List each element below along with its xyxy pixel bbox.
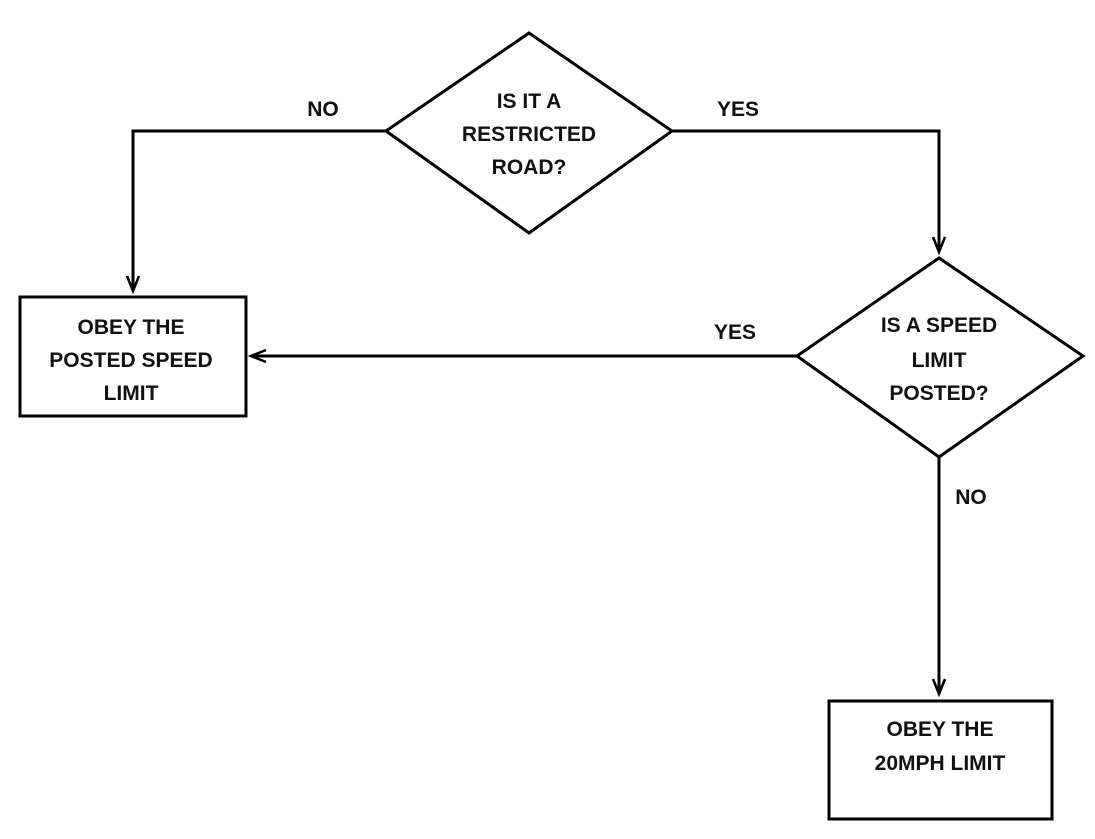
- arrowhead-down-icon: [125, 275, 141, 295]
- process-obey-posted-line-1: OBEY THE: [78, 316, 185, 339]
- label-posted-no: NO: [955, 486, 987, 509]
- decision-restricted-road-line-3: ROAD?: [492, 156, 567, 179]
- decision-restricted-road: IS IT A RESTRICTED ROAD?: [383, 31, 675, 235]
- process-obey-20mph-line-1: OBEY THE: [887, 718, 994, 741]
- label-posted-yes: YES: [714, 321, 756, 344]
- decision-restricted-road-line-2: RESTRICTED: [462, 123, 596, 146]
- connector-restricted-yes: [672, 129, 947, 256]
- decision-speed-limit-posted: IS A SPEED LIMIT POSTED?: [794, 256, 1086, 459]
- connector-restricted-no: [125, 129, 386, 295]
- arrowhead-down-icon: [931, 236, 947, 256]
- arrowhead-left-icon: [247, 348, 267, 364]
- label-restricted-yes: YES: [717, 98, 759, 121]
- process-obey-20mph-limit: OBEY THE 20MPH LIMIT: [827, 699, 1054, 821]
- decision-speed-posted-line-1: IS A SPEED: [881, 314, 997, 337]
- process-obey-posted-line-2: POSTED SPEED: [49, 349, 212, 372]
- process-obey-posted-limit: OBEY THE POSTED SPEED LIMIT: [18, 295, 248, 418]
- connector-posted-no: [931, 457, 947, 698]
- process-obey-20mph-line-2: 20MPH LIMIT: [875, 752, 1006, 775]
- process-obey-posted-line-3: LIMIT: [104, 382, 159, 405]
- decision-restricted-road-line-1: IS IT A: [497, 90, 562, 113]
- decision-speed-posted-line-2: LIMIT: [912, 349, 967, 372]
- label-restricted-no: NO: [307, 98, 339, 121]
- connector-posted-yes: [247, 348, 797, 364]
- decision-speed-posted-line-3: POSTED?: [889, 382, 988, 405]
- arrowhead-down-icon: [931, 678, 947, 698]
